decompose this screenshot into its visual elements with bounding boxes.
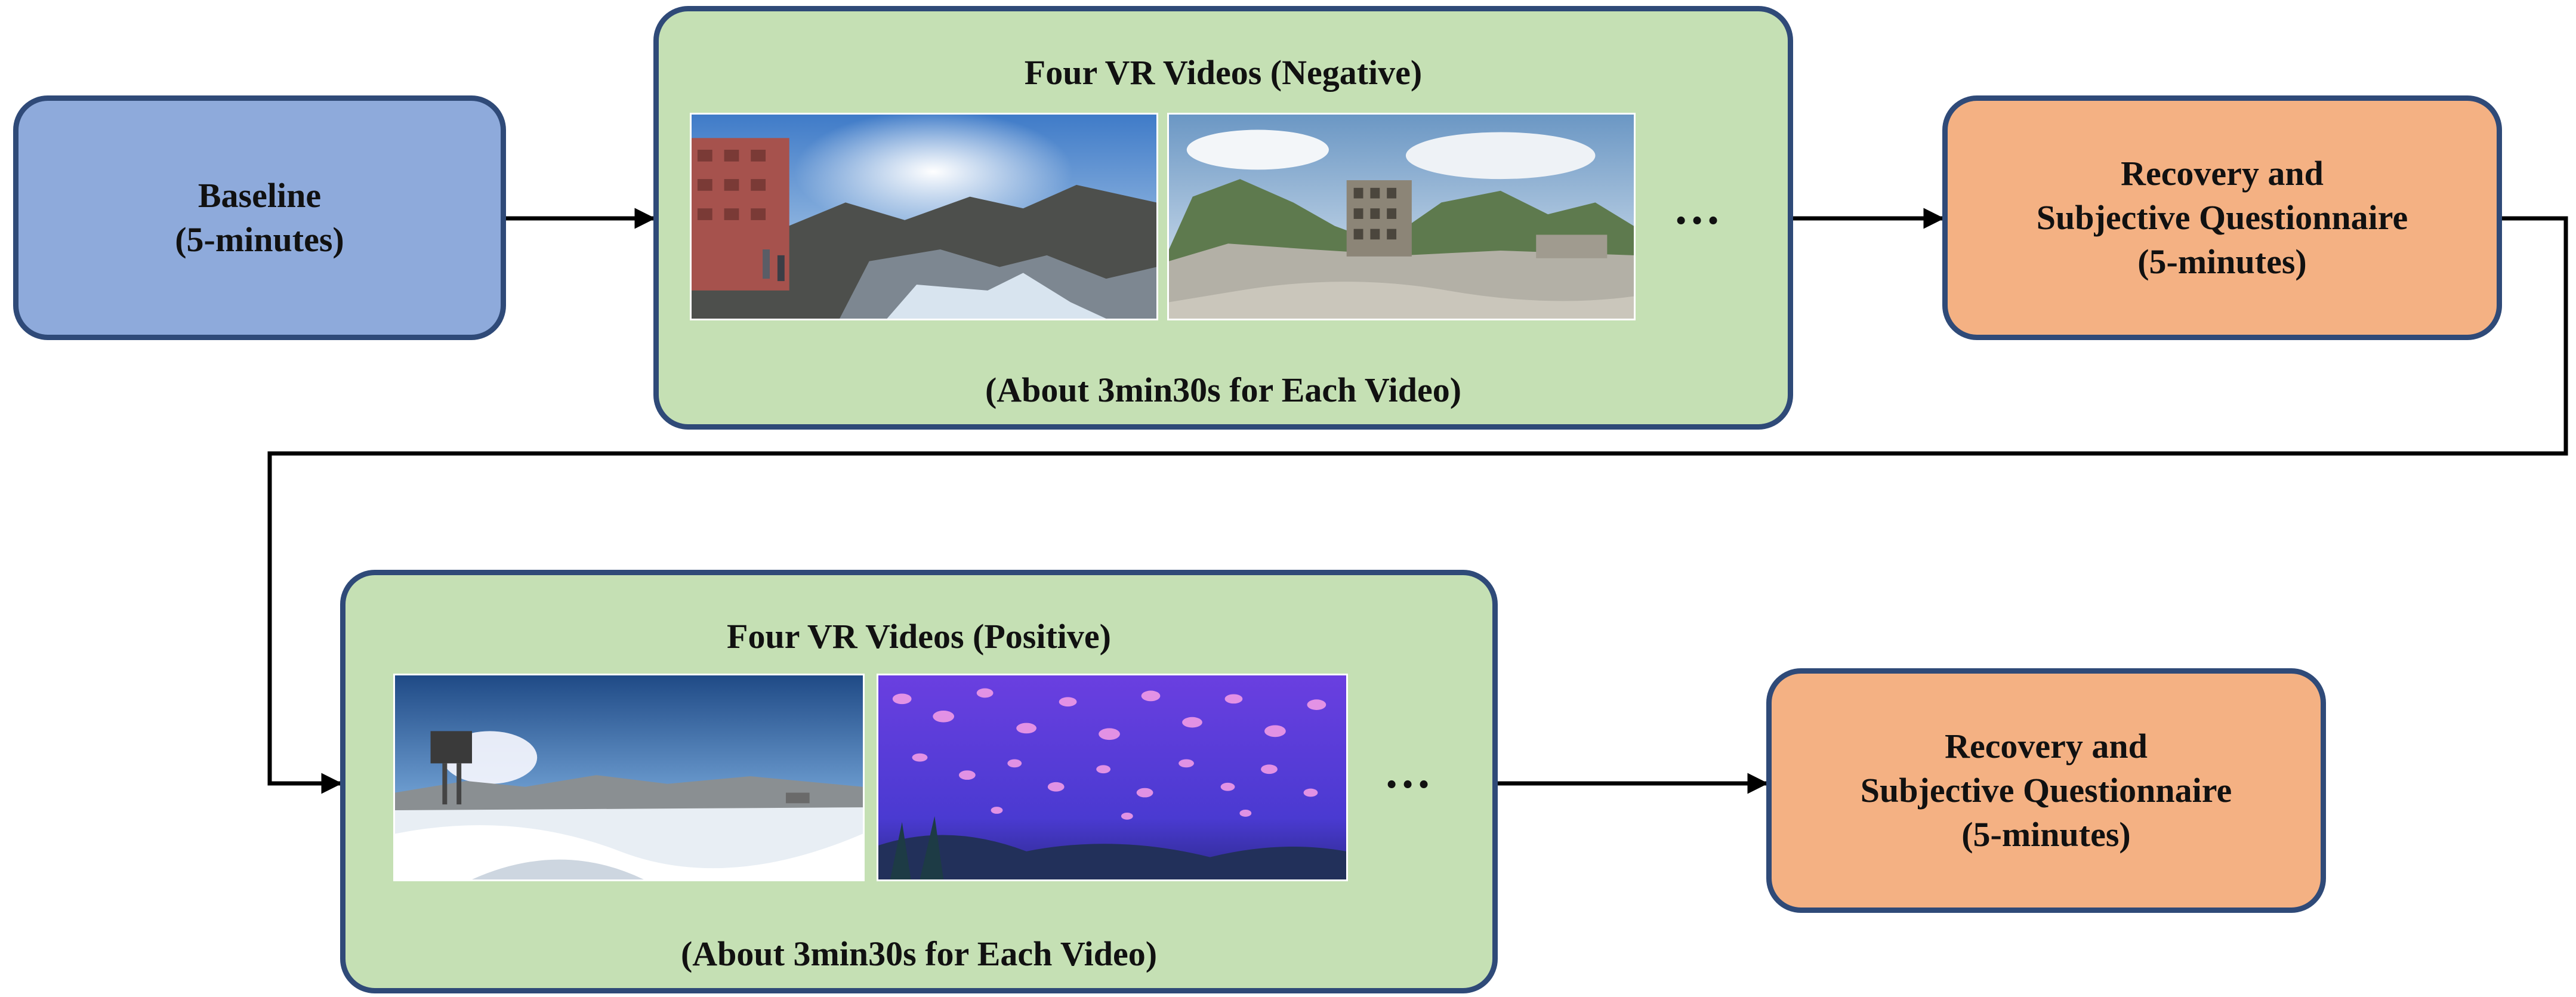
positive-videos-title: Four VR Videos (Positive) [727,617,1111,656]
recovery-2-line2: Subjective Questionnaire [1860,770,2232,810]
negative-videos-duration: (About 3min30s for Each Video) [985,371,1462,409]
baseline-box: Baseline (5-minutes) [13,95,506,340]
recovery-1-line2: Subjective Questionnaire [2036,197,2408,237]
negative-more-videos-ellipsis: … [1673,182,1727,234]
recovery-1-line1: Recovery and [2121,153,2324,193]
positive-video-thumbnail-1 [393,674,865,881]
positive-videos-box: Four VR Videos (Positive) [340,570,1498,993]
negative-videos-title: Four VR Videos (Negative) [1024,53,1423,92]
arrow-recovery-to-positive [267,216,2568,794]
recovery-questionnaire-box-2: Recovery and Subjective Questionnaire (5… [1766,668,2326,913]
positive-video-thumbnail-2 [877,674,1348,881]
recovery-2-duration: (5-minutes) [1961,815,2131,854]
negative-videos-box: Four VR Videos (Negative) [653,6,1793,430]
baseline-label: Baseline [198,175,322,215]
recovery-questionnaire-box-1: Recovery and Subjective Questionnaire (5… [1942,95,2502,340]
baseline-duration: (5-minutes) [175,220,344,259]
positive-more-videos-ellipsis: … [1384,746,1437,798]
negative-video-thumbnail-2 [1167,113,1636,320]
recovery-1-duration: (5-minutes) [2137,242,2307,282]
positive-videos-duration: (About 3min30s for Each Video) [680,934,1158,973]
recovery-2-line1: Recovery and [1945,726,2148,766]
negative-video-thumbnail-1 [690,113,1158,320]
